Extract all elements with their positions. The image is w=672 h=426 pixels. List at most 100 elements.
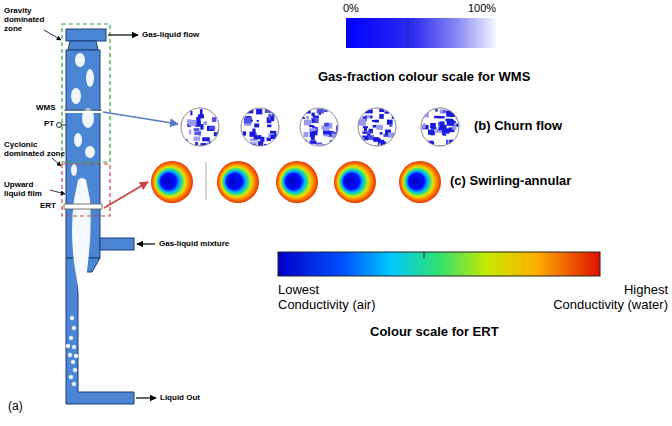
wms-gas-cell xyxy=(389,143,396,149)
wms-gas-cell xyxy=(257,120,259,122)
leader-line xyxy=(44,30,61,40)
wms-gas-cell xyxy=(459,118,466,121)
gas-bubble xyxy=(72,382,76,386)
gas-pocket xyxy=(86,69,94,87)
wms-gas-pattern xyxy=(243,109,284,150)
flow-arrow xyxy=(108,34,138,35)
wms-image-rim xyxy=(181,108,219,146)
wms-image-rim xyxy=(300,108,338,146)
wms-image-ground xyxy=(241,108,279,146)
wms-gas-cell xyxy=(328,144,333,148)
instrument-label: WMS xyxy=(36,103,56,112)
scale-title: Gas-fraction colour scale for WMS xyxy=(318,70,530,85)
wms-gas-cell xyxy=(358,113,361,115)
wms-gas-cell xyxy=(324,127,329,131)
gas-bubble xyxy=(74,354,78,358)
wms-gas-cell xyxy=(276,138,282,143)
wms-gas-cell xyxy=(446,145,449,147)
wms-gas-cell xyxy=(309,125,314,127)
flow-arrow xyxy=(136,397,156,398)
wms-gas-cell xyxy=(373,137,377,141)
cyclonic-zone-box xyxy=(62,164,110,216)
gas-pocket xyxy=(71,164,77,176)
wms-gas-cell xyxy=(190,111,192,115)
colour-bar-tick xyxy=(424,252,425,258)
gas-fraction-colour-bar xyxy=(346,18,496,48)
wms-gas-cell xyxy=(273,145,280,150)
gas-core xyxy=(72,178,91,306)
wms-gas-cell xyxy=(194,137,201,141)
flow-label: Gas-liquid mixture xyxy=(159,239,229,248)
wms-image-ground xyxy=(300,108,338,146)
panel-label: (c) Swirling-annular xyxy=(450,174,571,189)
wms-gas-cell xyxy=(370,116,372,119)
zone-label: Cyclonic dominated zone xyxy=(4,140,67,158)
wms-gas-cell xyxy=(447,145,454,150)
wms-gas-cell xyxy=(379,114,384,119)
wms-gas-cell xyxy=(324,123,329,125)
scale-end-label: Highest Conductivity (water) xyxy=(551,283,668,313)
wms-gas-cell xyxy=(366,132,372,134)
wms-gas-cell xyxy=(268,114,271,120)
wms-image xyxy=(421,108,466,150)
pt-line xyxy=(62,125,67,126)
zone-label: Gravity dominated zone xyxy=(4,6,44,34)
wms-image-rim xyxy=(421,108,459,146)
image-separator xyxy=(206,162,207,200)
wms-gas-cell xyxy=(215,142,222,145)
wms-gas-cell xyxy=(449,120,454,124)
wms-gas-cell xyxy=(395,136,403,139)
wms-image-ground xyxy=(181,108,219,146)
wms-plane-edge xyxy=(64,110,102,111)
gas-bubble xyxy=(71,360,75,364)
leader-line xyxy=(52,158,61,166)
wms-image xyxy=(358,108,403,151)
wms-image xyxy=(181,108,224,150)
scale-value: 0% xyxy=(343,2,359,15)
wms-gas-cell xyxy=(376,125,383,130)
wms-gas-cell xyxy=(312,131,317,136)
wms-gas-cell xyxy=(249,132,255,137)
gravity-zone-box xyxy=(62,24,110,162)
wms-gas-cell xyxy=(304,132,309,137)
wms-gas-cell xyxy=(422,144,429,149)
wms-gas-cell xyxy=(389,125,392,127)
wms-gas-cell xyxy=(189,129,191,134)
ert-image xyxy=(151,161,193,203)
wms-gas-cell xyxy=(395,114,400,119)
flow-arrow xyxy=(137,243,155,244)
scale-title: Colour scale for ERT xyxy=(370,325,499,340)
wms-gas-cell xyxy=(387,120,393,125)
wms-gas-cell xyxy=(336,126,343,132)
gas-pocket xyxy=(85,146,95,158)
wms-gas-cell xyxy=(267,124,271,127)
wms-gas-cell xyxy=(375,120,379,123)
wms-gas-cell xyxy=(443,128,449,133)
gas-bubble xyxy=(73,368,77,372)
wms-gas-cell xyxy=(430,123,436,128)
wms-gas-cell xyxy=(275,110,281,114)
top-outlet-pipe xyxy=(66,29,106,41)
ert-image xyxy=(334,161,376,203)
wms-gas-cell xyxy=(394,110,397,113)
wms-gas-cell xyxy=(380,132,383,134)
wms-gas-cell xyxy=(311,118,318,123)
wms-gas-cell xyxy=(438,122,445,127)
wms-gas-cell xyxy=(189,120,197,126)
wms-gas-cell xyxy=(440,109,443,113)
panel-label: (b) Churn flow xyxy=(474,119,562,134)
wms-gas-cell xyxy=(312,119,314,122)
wms-gas-cell xyxy=(212,117,216,122)
wms-gas-cell xyxy=(203,121,207,125)
wms-gas-cell xyxy=(333,139,340,144)
wms-gas-cell xyxy=(194,132,200,135)
gas-bubble xyxy=(69,375,73,379)
ert-pointer xyxy=(104,182,148,208)
wms-gas-cell xyxy=(364,127,367,131)
wms-image-rim xyxy=(241,108,279,146)
wms-gas-cell xyxy=(437,116,445,118)
wms-gas-cell xyxy=(360,119,366,122)
gas-bubble xyxy=(66,344,70,348)
